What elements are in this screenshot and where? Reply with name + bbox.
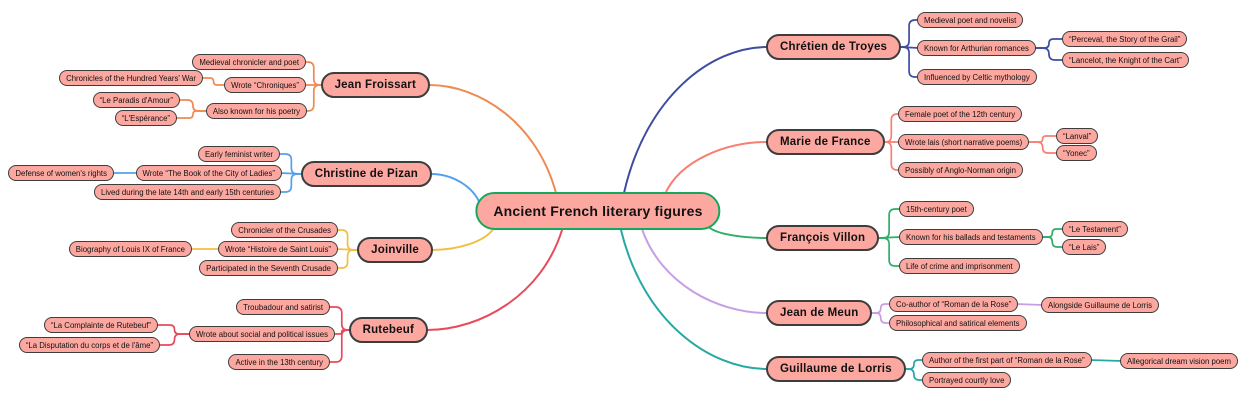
subtopic-node[interactable]: Co-author of “Roman de la Rose” — [889, 296, 1019, 312]
subtopic-node[interactable]: Female poet of the 12th century — [898, 106, 1023, 122]
subtopic-node[interactable]: Wrote lais (short narrative poems) — [898, 134, 1030, 150]
detail-node[interactable]: “Le Lais” — [1062, 239, 1107, 255]
branch-node-marie-de-france[interactable]: Marie de France — [766, 129, 885, 155]
detail-node[interactable]: Allegorical dream vision poem — [1120, 353, 1239, 369]
subtopic-node[interactable]: Medieval poet and novelist — [917, 12, 1024, 28]
branch-node-guillaume-de-lorris[interactable]: Guillaume de Lorris — [766, 356, 906, 382]
detail-node[interactable]: Defense of women's rights — [8, 165, 114, 181]
subtopic-node[interactable]: Chronicler of the Crusades — [231, 222, 338, 238]
detail-node[interactable]: Biography of Louis IX of France — [68, 241, 192, 257]
detail-node[interactable]: “L'Espérance” — [114, 110, 177, 126]
subtopic-node[interactable]: Medieval chronicler and poet — [192, 54, 306, 70]
subtopic-node[interactable]: Known for his ballads and testaments — [899, 229, 1043, 245]
subtopic-node[interactable]: Wrote “The Book of the City of Ladies” — [135, 165, 282, 181]
detail-node[interactable]: “La Complainte de Rutebeuf” — [43, 317, 158, 333]
subtopic-node[interactable]: Portrayed courtly love — [922, 372, 1012, 388]
branch-node-jean-de-meun[interactable]: Jean de Meun — [766, 300, 873, 326]
subtopic-node[interactable]: Influenced by Celtic mythology — [917, 69, 1037, 85]
subtopic-node[interactable]: Author of the first part of “Roman de la… — [922, 352, 1092, 368]
detail-node[interactable]: “Lanval” — [1056, 128, 1099, 144]
subtopic-node[interactable]: Possibly of Anglo-Norman origin — [898, 162, 1023, 178]
detail-node[interactable]: Chronicles of the Hundred Years' War — [59, 70, 203, 86]
central-topic-node[interactable]: Ancient French literary figures — [475, 192, 721, 230]
subtopic-node[interactable]: Early feminist writer — [197, 146, 280, 162]
detail-node[interactable]: Alongside Guillaume de Lorris — [1041, 297, 1160, 313]
detail-node[interactable]: “Le Testament” — [1062, 221, 1128, 237]
detail-node[interactable]: “Lancelot, the Knight of the Cart” — [1062, 52, 1189, 68]
branch-node-rutebeuf[interactable]: Rutebeuf — [348, 317, 428, 343]
detail-node[interactable]: “Yonec” — [1056, 145, 1097, 161]
subtopic-node[interactable]: Troubadour and satirist — [236, 299, 330, 315]
branch-node-chretien-de-troyes[interactable]: Chrétien de Troyes — [766, 34, 902, 60]
branch-node-francois-villon[interactable]: François Villon — [766, 225, 880, 251]
detail-node[interactable]: “Le Paradis d'Amour” — [92, 92, 180, 108]
subtopic-node[interactable]: Active in the 13th century — [228, 354, 330, 370]
detail-node[interactable]: “Perceval, the Story of the Grail” — [1062, 31, 1188, 47]
subtopic-node[interactable]: Participated in the Seventh Crusade — [199, 260, 338, 276]
subtopic-node[interactable]: Wrote “Chroniques” — [224, 77, 306, 93]
subtopic-node[interactable]: Wrote “Histoire de Saint Louis” — [217, 241, 338, 257]
branch-node-jean-froissart[interactable]: Jean Froissart — [320, 72, 430, 98]
subtopic-node[interactable]: Philosophical and satirical elements — [889, 315, 1027, 331]
subtopic-node[interactable]: Lived during the late 14th and early 15t… — [94, 184, 281, 200]
branch-node-christine-de-pizan[interactable]: Christine de Pizan — [300, 161, 432, 187]
branch-node-joinville[interactable]: Joinville — [357, 237, 433, 263]
subtopic-node[interactable]: Wrote about social and political issues — [188, 326, 335, 342]
detail-node[interactable]: “La Disputation du corps et de l'âme” — [18, 337, 160, 353]
subtopic-node[interactable]: 15th-century poet — [899, 201, 974, 217]
subtopic-node[interactable]: Known for Arthurian romances — [917, 40, 1036, 56]
subtopic-node[interactable]: Also known for his poetry — [205, 103, 307, 119]
subtopic-node[interactable]: Life of crime and imprisonment — [899, 258, 1020, 274]
